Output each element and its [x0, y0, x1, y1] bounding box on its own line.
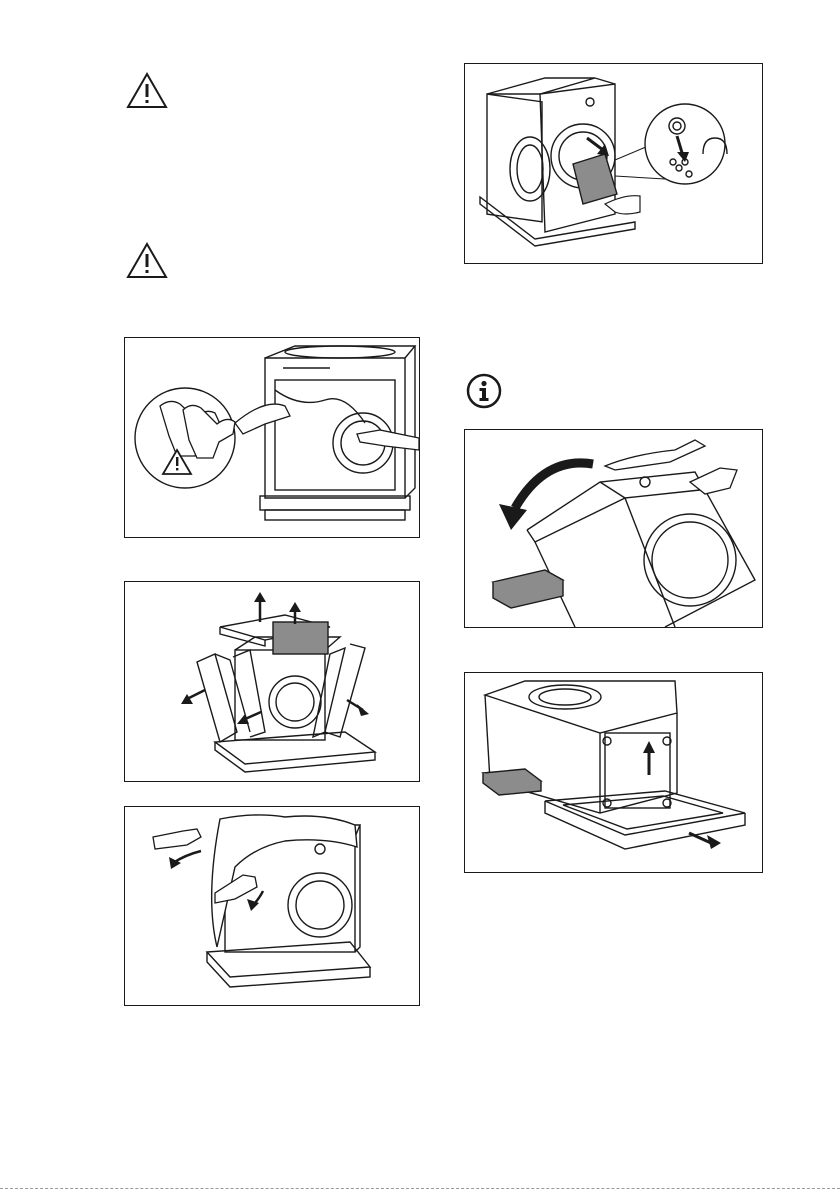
page-bottom-divider: [0, 1188, 840, 1189]
warning-triangle-icon: [126, 72, 168, 110]
remove-packaging-parts-figure: [124, 581, 420, 782]
warning-triangle-icon: [126, 242, 168, 280]
remove-plastic-bag-figure: [124, 806, 420, 1006]
remove-accessories-from-drum-figure: [464, 63, 763, 264]
tilt-machine-backwards-figure: [464, 429, 763, 628]
remove-cover-with-gloves-figure: [124, 337, 420, 538]
remove-polystyrene-base-figure: [464, 672, 763, 873]
info-icon: [466, 373, 502, 409]
